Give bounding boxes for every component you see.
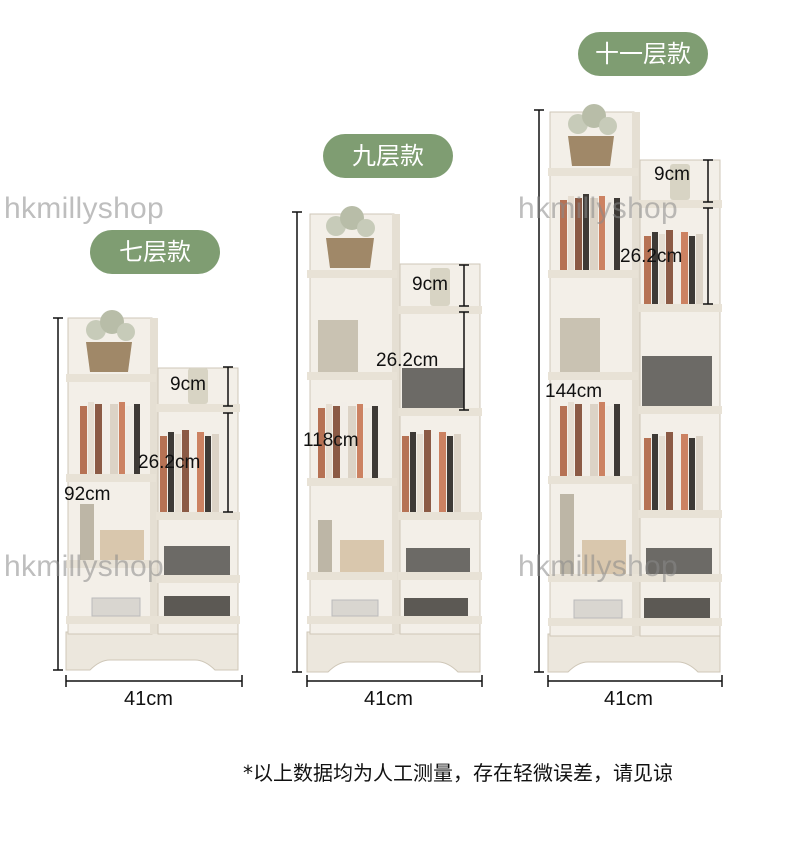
width-label-seven: 41cm: [124, 688, 173, 710]
badge-nine-tier: 九层款: [323, 134, 453, 178]
gap-label-nine: 9cm: [412, 274, 448, 295]
badge-eleven-tier: 十一层款: [578, 32, 708, 76]
gap-label-seven: 9cm: [170, 374, 206, 395]
watermark-top-left: hkmillyshop: [4, 192, 165, 225]
bookcase-seven-tier: [53, 310, 243, 687]
height-label-nine: 118cm: [303, 430, 359, 451]
width-label-eleven: 41cm: [604, 688, 653, 710]
measurement-note: *以上数据均为人工测量，存在轻微误差，请见谅: [243, 761, 673, 785]
shelf-label-nine: 26.2cm: [376, 350, 439, 371]
bookcase-eleven-tier: [534, 104, 723, 687]
width-label-nine: 41cm: [364, 688, 413, 710]
height-label-seven: 92cm: [64, 484, 111, 505]
shelf-label-eleven: 26.2cm: [620, 246, 683, 267]
bookcase-nine-tier: [292, 206, 483, 687]
shelf-label-seven: 26.2cm: [138, 452, 201, 473]
height-label-eleven: 144cm: [545, 381, 603, 402]
watermark-bottom-left: hkmillyshop: [4, 550, 165, 583]
watermark-bottom-right: hkmillyshop: [518, 550, 679, 583]
watermark-top-right: hkmillyshop: [518, 192, 679, 225]
gap-label-eleven: 9cm: [654, 164, 690, 185]
badge-seven-tier: 七层款: [90, 230, 220, 274]
